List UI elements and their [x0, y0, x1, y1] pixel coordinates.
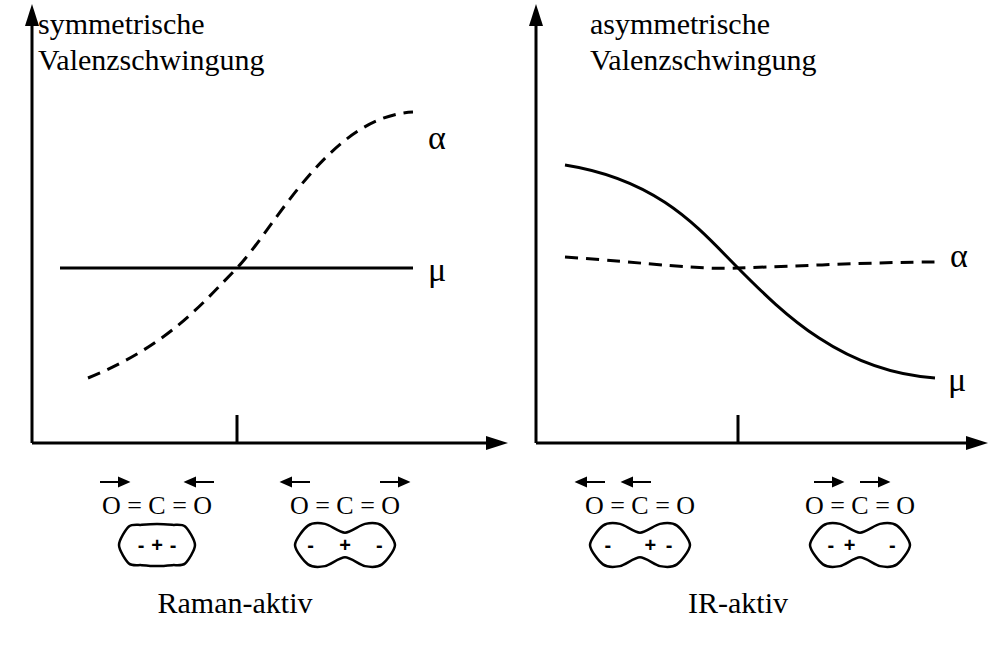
arrowhead: [186, 478, 195, 486]
axis-arrowheads: [25, 4, 988, 450]
y-axis: [31, 18, 34, 443]
activity-label: Raman-aktiv: [105, 585, 365, 621]
charge-sign: -: [307, 535, 314, 555]
charge-sign: +: [151, 535, 163, 555]
x-axis: [536, 442, 972, 445]
charge-sign: -: [604, 535, 611, 555]
motion-arrows: [100, 478, 888, 486]
arrowhead: [529, 4, 543, 26]
panel-heading: symmetrische Valenzschwingung: [38, 6, 368, 78]
polarizability-curve: [565, 257, 935, 268]
molecule-formula: O = C = O: [77, 490, 237, 521]
charge-cloud: -+-: [808, 521, 912, 569]
charge-sign: -: [376, 535, 383, 555]
arrowhead: [486, 436, 508, 450]
arrowhead: [119, 478, 128, 486]
x-axis: [32, 442, 494, 445]
arrowhead: [577, 478, 586, 486]
cloud-outline: [808, 521, 912, 569]
charge-cloud: -+-: [117, 522, 197, 568]
arrowhead: [25, 4, 39, 26]
polarizability-curve: [88, 112, 413, 378]
charge-sign: -: [828, 535, 835, 555]
arrowhead: [966, 436, 988, 450]
curves: [60, 112, 935, 378]
arrowhead: [282, 478, 291, 486]
molecule-formula: O = C = O: [560, 490, 720, 521]
cloud-outline-path: [590, 523, 690, 566]
molecule-formula: O = C = O: [265, 490, 425, 521]
charge-sign: -: [889, 535, 896, 555]
charge-sign: +: [645, 535, 657, 555]
curve-label: α: [950, 236, 990, 277]
panel-heading: asymmetrische Valenzschwingung: [590, 6, 950, 78]
dipole-curve: [60, 267, 413, 270]
charge-sign: -: [138, 535, 145, 555]
arrowhead: [399, 478, 408, 486]
activity-label: IR-aktiv: [608, 585, 868, 621]
charge-sign: -: [666, 535, 673, 555]
cloud-outline: [588, 521, 692, 569]
charge-sign: +: [339, 535, 351, 555]
charge-sign: +: [844, 535, 856, 555]
cloud-outline-path: [810, 523, 910, 566]
arrowhead: [879, 478, 888, 486]
arrowhead: [833, 478, 842, 486]
curve-label: μ: [428, 250, 468, 291]
charge-cloud: -+-: [588, 521, 692, 569]
cloud-outline-path: [119, 524, 195, 566]
y-axis: [535, 18, 538, 443]
axes: [32, 18, 972, 443]
arrowhead: [623, 478, 632, 486]
charge-sign: -: [170, 535, 177, 555]
curve-label: α: [428, 118, 468, 159]
dipole-curve: [565, 165, 935, 378]
molecule-formula: O = C = O: [780, 490, 940, 521]
axis-tick: [236, 415, 239, 443]
axis-tick: [737, 415, 740, 443]
cloud-outline-path: [295, 523, 395, 566]
charge-cloud: - + -: [293, 521, 397, 569]
curve-label: μ: [948, 360, 988, 401]
